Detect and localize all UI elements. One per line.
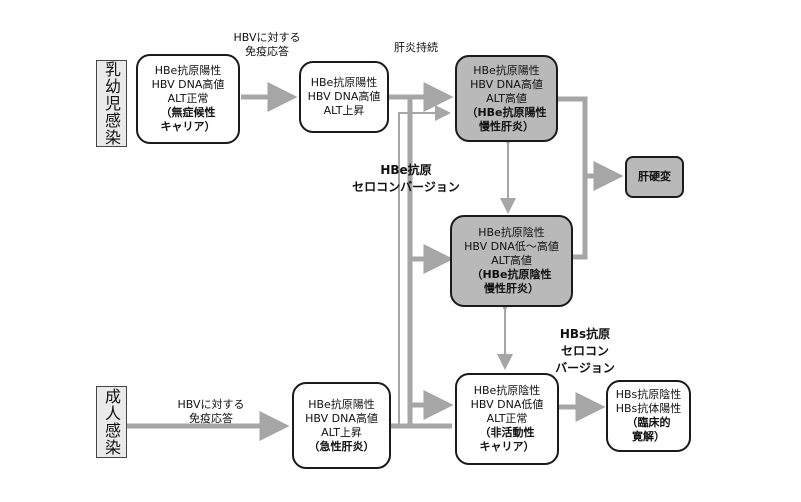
box-line: HBV DNA低値 bbox=[470, 398, 544, 411]
box-line: HBe抗原陰性 bbox=[473, 384, 541, 397]
box-line: HBe抗原陽性 bbox=[308, 397, 375, 411]
persistent-hepatitis-label: 肝炎持続 bbox=[394, 41, 438, 54]
immune-response-label-top: HBVに対する 免疫応答 bbox=[232, 31, 302, 59]
box-line: （急性肝炎） bbox=[308, 439, 375, 453]
line-hbeneg-to-cirrhosis bbox=[573, 176, 588, 260]
cirrhosis-box: 肝硬変 bbox=[625, 156, 684, 198]
box-line: HBs抗原陰性 bbox=[615, 388, 682, 401]
box-line: ALT高値 bbox=[491, 254, 532, 267]
immune-response-label-bottom: HBVに対する 免疫応答 bbox=[176, 398, 246, 426]
box-line: （HBe抗原陰性 bbox=[471, 268, 552, 281]
hbe-seroconversion-line1: HBe抗原 bbox=[380, 163, 432, 177]
box-line: HBV DNA高値 bbox=[470, 77, 543, 91]
box-line: （HBe抗原陽性 bbox=[466, 105, 547, 119]
box-line: キャリア） bbox=[479, 440, 535, 453]
hbs-seroconversion-line1: HBs抗原 bbox=[559, 327, 611, 341]
hbs-seroconversion-line3: バージョン bbox=[555, 361, 615, 375]
box-line: HBs抗体陽性 bbox=[615, 402, 682, 415]
immune-phase-box: HBe抗原陽性 HBV DNA高値 ALT上昇 bbox=[299, 61, 389, 133]
box-line: 寛解） bbox=[632, 430, 665, 443]
hbe-positive-hepatitis-box: HBe抗原陽性 HBV DNA高値 ALT高値 （HBe抗原陽性 慢性肝炎） bbox=[455, 55, 558, 142]
immune-response-label-top-line1: HBVに対する bbox=[233, 31, 301, 44]
arrow-acute-to-hbepos bbox=[398, 105, 451, 426]
inactive-carrier-box: HBe抗原陰性 HBV DNA低値 ALT正常 （非活動性 キャリア） bbox=[455, 373, 559, 465]
box-line: HBV DNA高値 bbox=[307, 90, 381, 103]
route-infant: 乳幼児感染 bbox=[96, 60, 127, 147]
hbs-seroconversion-label: HBs抗原 セロコン バージョン bbox=[545, 326, 625, 377]
box-line: HBe抗原陰性 bbox=[478, 226, 545, 239]
box-line: 慢性肝炎） bbox=[484, 282, 539, 295]
box-line: ALT高値 bbox=[486, 91, 527, 105]
box-line: （無症候性 bbox=[160, 106, 216, 119]
box-line: ALT正常 bbox=[167, 92, 209, 105]
immune-response-label-top-line2: 免疫応答 bbox=[245, 45, 289, 58]
arrow-hbepos-to-cirrhosis bbox=[558, 96, 624, 191]
box-line: ALT正常 bbox=[486, 412, 528, 425]
box-line: HBV DNA低～高値 bbox=[464, 240, 559, 253]
box-line: HBV DNA高値 bbox=[151, 78, 225, 91]
hbe-seroconversion-label: HBe抗原 セロコンバージョン bbox=[342, 162, 470, 196]
box-line: HBe抗原陽性 bbox=[154, 64, 222, 77]
box-line: 肝硬変 bbox=[638, 170, 671, 183]
hbs-seroconversion-line2: セロコン bbox=[560, 344, 609, 358]
acute-hepatitis-box: HBe抗原陽性 HBV DNA高値 ALT上昇 （急性肝炎） bbox=[292, 382, 391, 469]
immune-response-label-bottom-line2: 免疫応答 bbox=[189, 412, 233, 425]
box-line: （非活動性 bbox=[479, 426, 535, 439]
box-line: HBe抗原陽性 bbox=[310, 76, 378, 89]
route-adult: 成人感染 bbox=[96, 386, 127, 458]
hbe-negative-hepatitis-box: HBe抗原陰性 HBV DNA低～高値 ALT高値 （HBe抗原陰性 慢性肝炎） bbox=[450, 215, 573, 307]
box-line: ALT上昇 bbox=[321, 425, 362, 439]
asymptomatic-carrier-box: HBe抗原陽性 HBV DNA高値 ALT正常 （無症候性 キャリア） bbox=[136, 54, 240, 144]
hbe-seroconversion-line2: セロコンバージョン bbox=[352, 180, 460, 194]
box-line: HBe抗原陽性 bbox=[473, 63, 540, 77]
box-line: （臨床的 bbox=[626, 416, 671, 429]
box-line: ALT上昇 bbox=[323, 104, 365, 117]
box-line: キャリア） bbox=[160, 120, 216, 133]
clinical-cure-box: HBs抗原陰性 HBs抗体陽性 （臨床的 寛解） bbox=[606, 380, 691, 452]
box-line: 慢性肝炎） bbox=[479, 119, 534, 133]
immune-response-label-bottom-line1: HBVに対する bbox=[177, 398, 245, 411]
box-line: HBV DNA高値 bbox=[305, 411, 378, 425]
